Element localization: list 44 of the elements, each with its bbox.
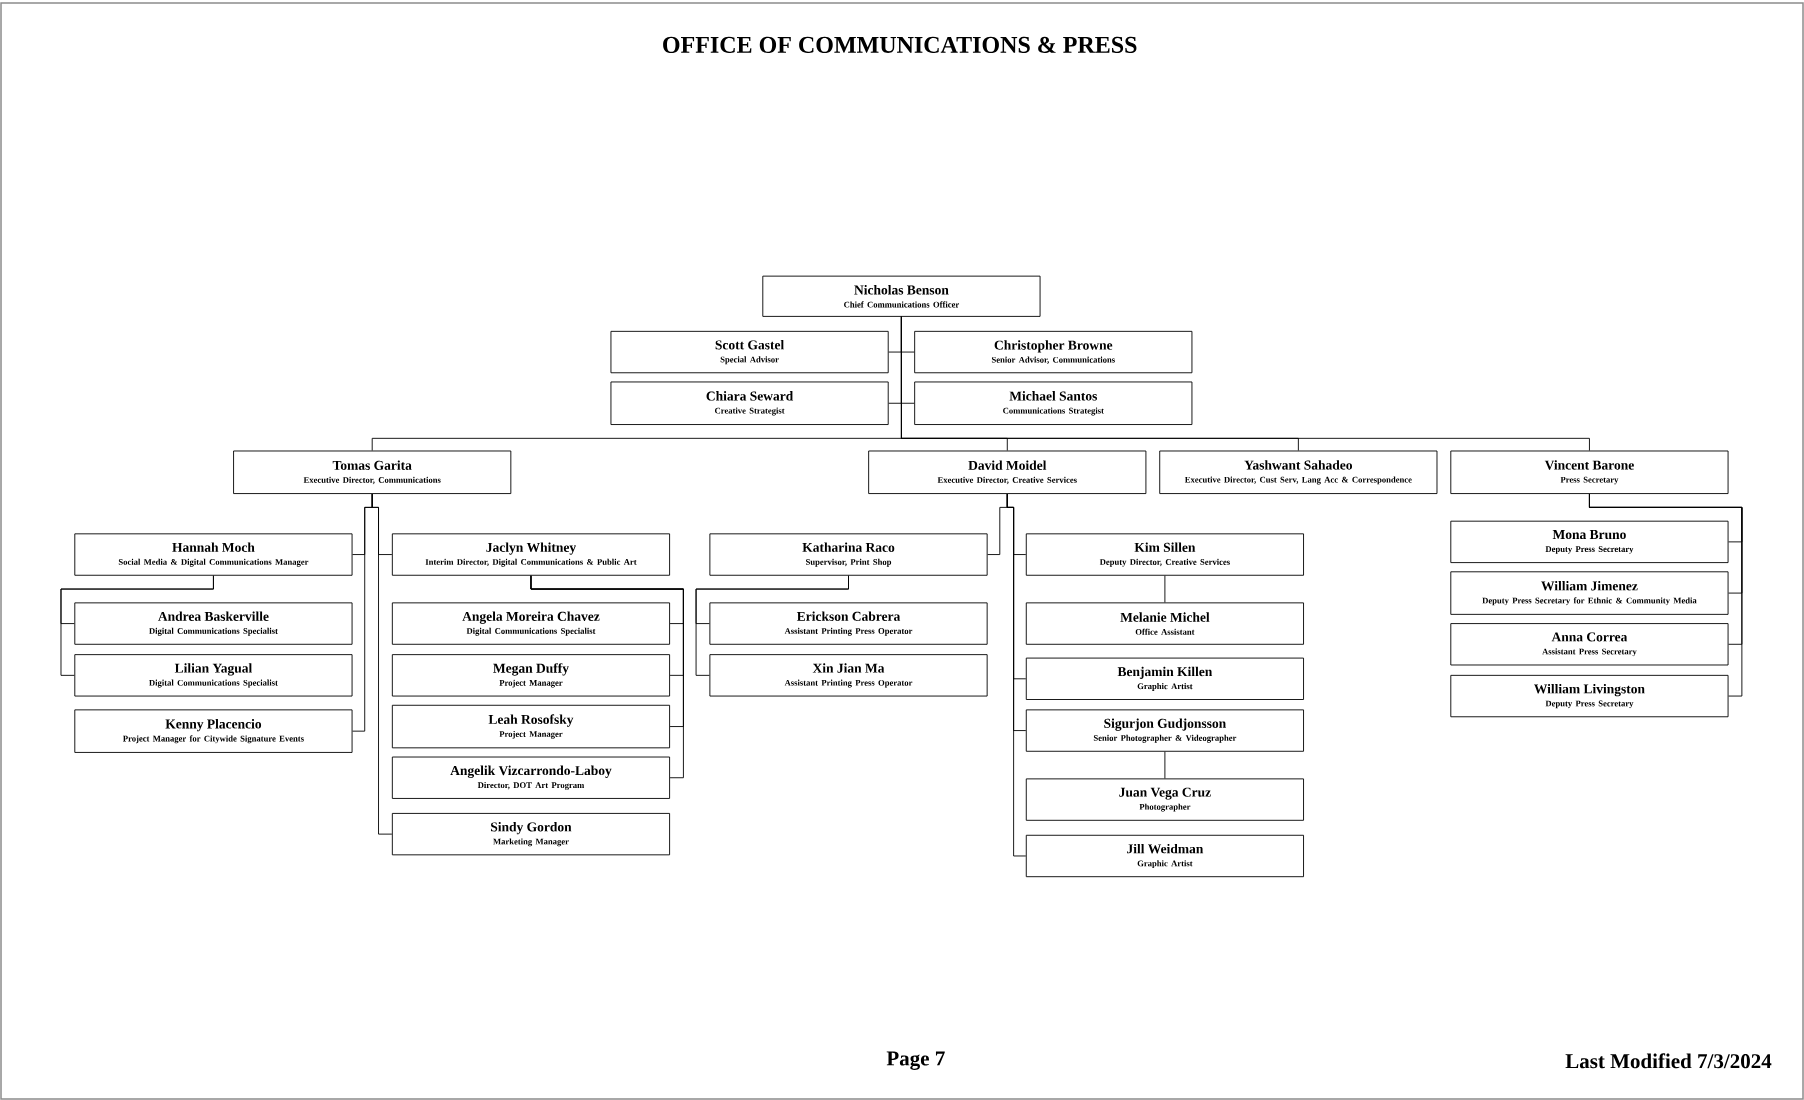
person-box: Jaclyn Whitney Interim Director, Digital Communications & Public Art <box>391 533 671 576</box>
person-box: William Livingston Deputy Press Secretary <box>1450 674 1729 718</box>
person-box: William Jimenez Deputy Press Secretary for Ethnic & Community Media <box>1450 571 1729 615</box>
person-box: Nicholas Benson Chief Communications Officer <box>762 275 1041 317</box>
person-box: Chiara Seward Creative Strategist <box>610 381 889 425</box>
person-box: Xin Jian Ma Assistant Printing Press Operator <box>709 654 988 697</box>
connector-line <box>1589 493 1743 697</box>
person-box: David Moidel Executive Director, Creative Services <box>868 450 1147 494</box>
person-box: Tomas Garita Executive Director, Communications <box>233 450 512 494</box>
modified-date: Last Modified 7/3/2024 <box>1565 1053 1772 1069</box>
person-box: Scott Gastel Special Advisor <box>610 330 889 374</box>
person-box: Anna Correa Assistant Press Secretary <box>1450 623 1729 666</box>
person-box: Jill Weidman Graphic Artist <box>1025 834 1304 878</box>
page-title: OFFICE OF COMMUNICATIONS & PRESS <box>663 36 1137 53</box>
person-box: Sigurjon Gudjonsson Senior Photographer & Videographer <box>1025 709 1304 752</box>
person-box: Michael Santos Communications Strategist <box>914 381 1193 425</box>
person-box: Mona Bruno Deputy Press Secretary <box>1450 520 1729 564</box>
connector-line <box>60 575 214 676</box>
connector-line <box>900 316 1590 451</box>
person-box: Hannah Moch Social Media & Digital Communications Manager <box>74 533 353 576</box>
person-box: Andrea Baskerville Digital Communications Specialist <box>74 602 353 645</box>
page-number: Page 7 <box>886 1051 945 1070</box>
connector-line <box>695 575 849 676</box>
person-box: Christopher Browne Senior Advisor, Communications <box>914 330 1193 374</box>
person-box: Melanie Michel Office Assistant <box>1025 602 1304 645</box>
connector-line <box>371 493 393 835</box>
person-box: Megan Duffy Project Manager <box>391 654 671 697</box>
person-box: Angela Moreira Chavez Digital Communications Specialist <box>391 602 671 645</box>
person-box: Yashwant Sahadeo Executive Director, Cust Serv, Lang Acc & Correspondence <box>1159 450 1438 494</box>
connector-line <box>1006 493 1027 857</box>
person-box: Leah Rosofsky Project Manager <box>391 704 671 749</box>
person-box: Kim Sillen Deputy Director, Creative Services <box>1025 533 1304 576</box>
person-box: Angelik Vizcarrondo-Laboy Director, DOT Art Program <box>391 756 671 799</box>
person-box: Kenny Placencio Project Manager for Citywide Signature Events <box>74 709 353 753</box>
person-box: Katharina Raco Supervisor, Print Shop <box>709 533 988 576</box>
person-box: Erickson Cabrera Assistant Printing Press Operator <box>709 602 988 645</box>
person-box: Benjamin Killen Graphic Artist <box>1025 657 1304 700</box>
connector-line <box>1164 575 1166 603</box>
person-box: Lilian Yagual Digital Communications Specialist <box>74 654 353 697</box>
person-box: Vincent Barone Press Secretary <box>1450 450 1729 494</box>
person-box: Juan Vega Cruz Photographer <box>1025 778 1304 821</box>
connector-line <box>1164 751 1166 779</box>
person-box: Sindy Gordon Marketing Manager <box>391 812 671 856</box>
connector-line <box>530 575 684 779</box>
